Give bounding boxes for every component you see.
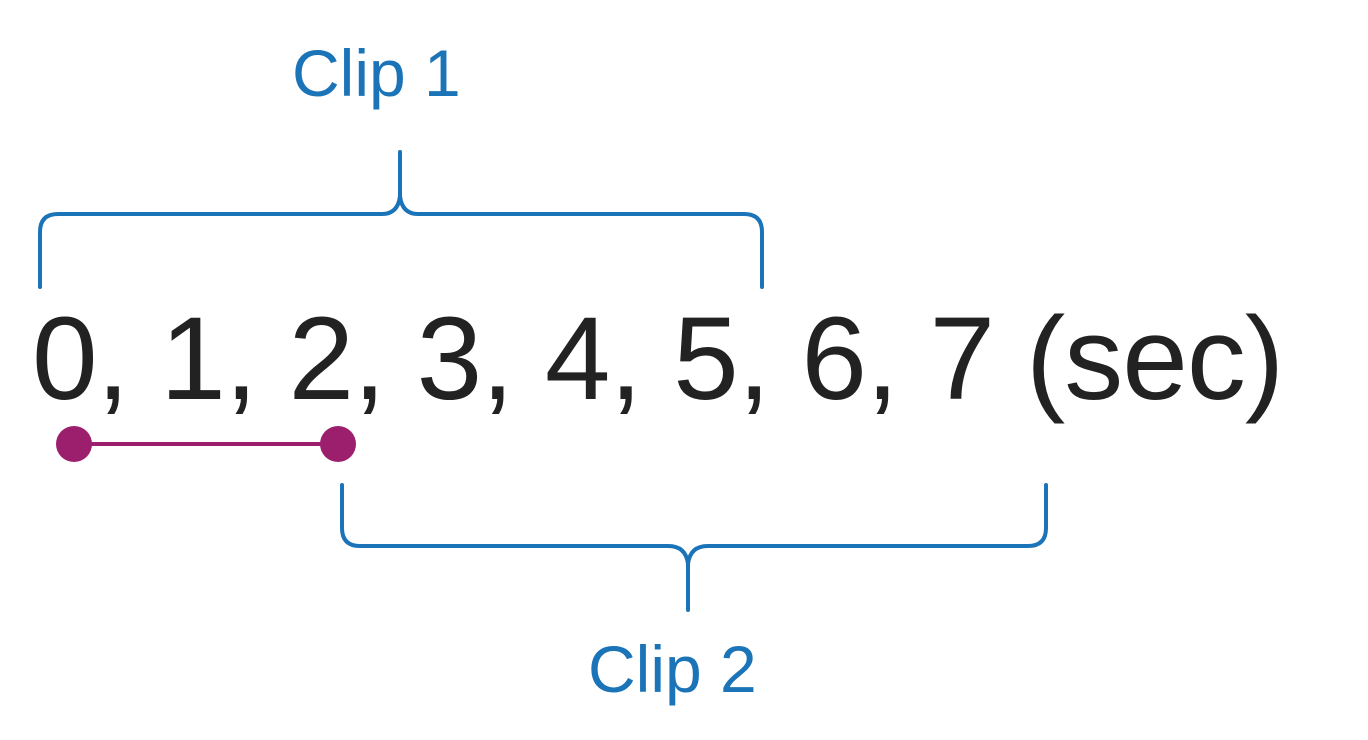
stride-start-dot <box>56 426 92 462</box>
second-6: 6 <box>801 293 867 425</box>
separator: , <box>224 293 289 425</box>
unit-space <box>994 293 1026 425</box>
separator: , <box>737 293 802 425</box>
second-0: 0 <box>32 293 98 425</box>
time-unit: (sec) <box>1025 293 1284 425</box>
clip2-label: Clip 2 <box>588 632 757 706</box>
second-5: 5 <box>673 293 739 425</box>
clip1-bracket <box>38 150 764 289</box>
separator: , <box>609 293 674 425</box>
second-1: 1 <box>160 293 226 425</box>
separator: , <box>865 293 930 425</box>
stride-end-dot <box>320 426 356 462</box>
second-7: 7 <box>929 293 996 425</box>
second-3: 3 <box>416 293 483 425</box>
second-2: 2 <box>288 293 354 425</box>
separator: , <box>353 293 417 425</box>
separator: , <box>481 293 545 425</box>
clip2-bracket <box>340 483 1048 612</box>
separator: , <box>96 293 161 425</box>
clip1-label: Clip 1 <box>292 36 461 110</box>
second-4: 4 <box>544 293 611 425</box>
timeline-seconds: 0, 1, 2, 3, 4, 5, 6, 7 (sec) <box>32 300 1284 418</box>
